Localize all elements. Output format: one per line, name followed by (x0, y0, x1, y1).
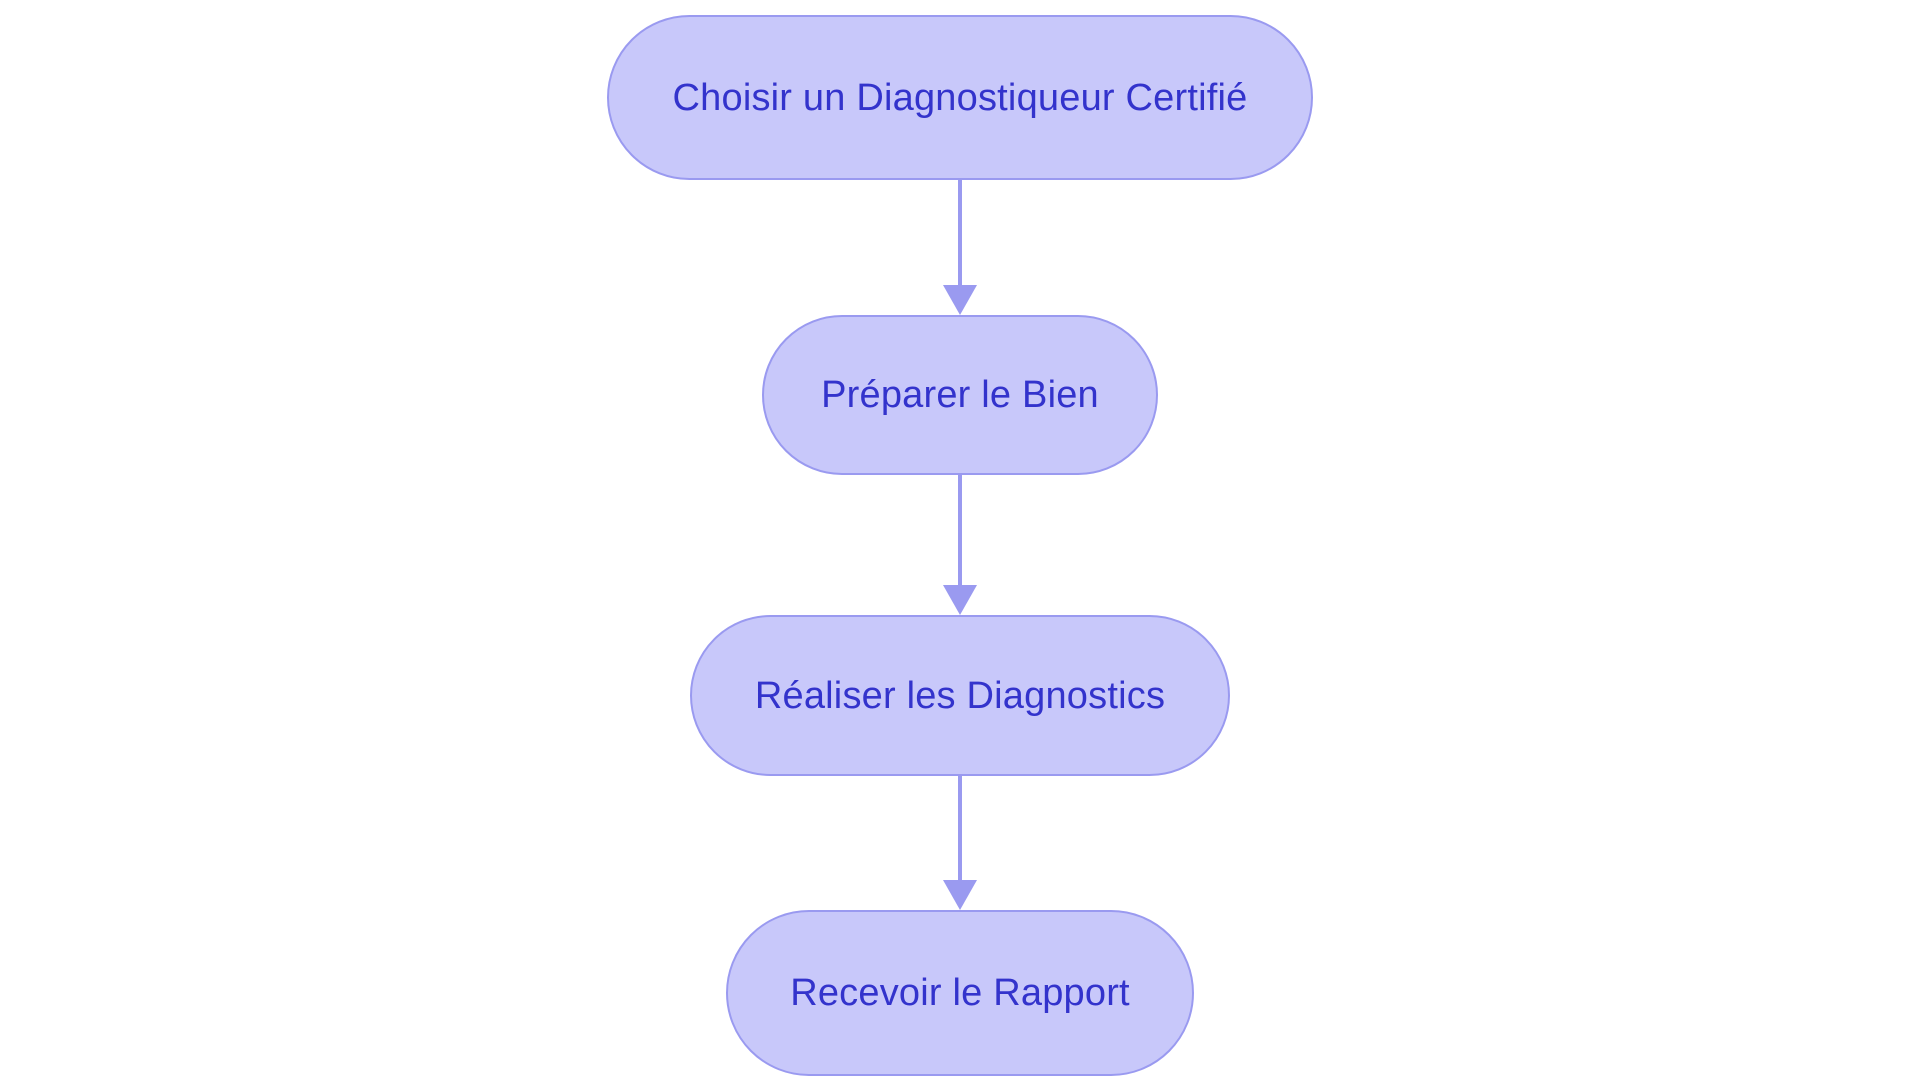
edge-line (958, 180, 962, 286)
edge-line (958, 475, 962, 586)
flowchart-node-recevoir-le-rapport[interactable]: Recevoir le Rapport (726, 910, 1194, 1076)
flowchart-node-preparer-le-bien[interactable]: Préparer le Bien (762, 315, 1158, 475)
flowchart-node-label: Choisir un Diagnostiqueur Certifié (672, 76, 1248, 119)
flowchart-edge-node2-to-node3 (940, 475, 980, 615)
flowchart-edge-node1-to-node2 (940, 180, 980, 315)
arrowhead-down-icon (943, 585, 977, 615)
arrowhead-down-icon (943, 285, 977, 315)
flowchart-node-realiser-les-diagnostics[interactable]: Réaliser les Diagnostics (690, 615, 1230, 776)
flowchart-node-choisir-un-diagnostiqueur-certifie[interactable]: Choisir un Diagnostiqueur Certifié (607, 15, 1313, 180)
flowchart-node-label: Recevoir le Rapport (790, 972, 1130, 1014)
edge-line (958, 776, 962, 881)
arrowhead-down-icon (943, 880, 977, 910)
flowchart-node-label: Réaliser les Diagnostics (754, 674, 1166, 717)
flowchart-edge-node3-to-node4 (940, 776, 980, 910)
flowchart-node-label: Préparer le Bien (821, 374, 1099, 416)
